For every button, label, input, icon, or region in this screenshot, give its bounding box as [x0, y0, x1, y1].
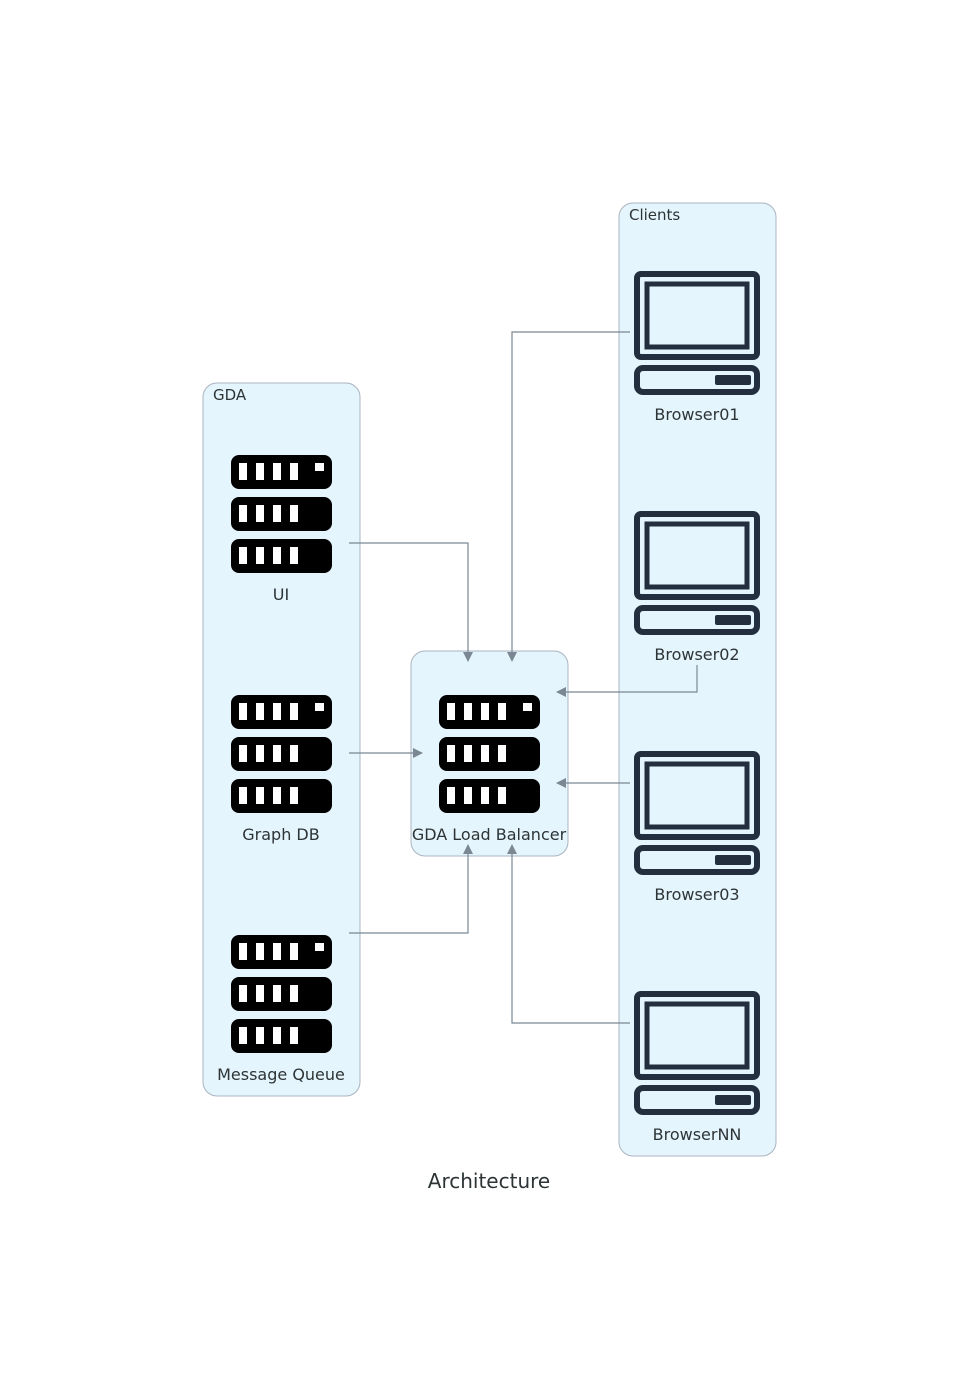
- node-browsernn-label: BrowserNN: [653, 1125, 742, 1144]
- node-browser01-label: Browser01: [654, 405, 739, 424]
- node-browser02: Browser02: [637, 514, 757, 664]
- node-message-queue: Message Queue: [217, 935, 345, 1084]
- server-rack-icon: [231, 455, 332, 573]
- server-rack-icon: [231, 695, 332, 813]
- edge-browser01-to-load-balancer: [507, 331, 630, 662]
- edge-browsernn-to-load-balancer: [507, 844, 630, 1024]
- edge-ui-to-load-balancer: [349, 542, 473, 662]
- edge-message-queue-to-load-balancer: [349, 844, 473, 934]
- node-load-balancer: GDA Load Balancer: [412, 695, 567, 844]
- edges: [349, 331, 698, 1024]
- node-browsernn: BrowserNN: [637, 994, 757, 1144]
- node-message-queue-label: Message Queue: [217, 1065, 345, 1084]
- server-rack-icon: [231, 935, 332, 1053]
- server-rack-icon: [439, 695, 540, 813]
- node-graph-db: Graph DB: [231, 695, 332, 844]
- node-ui-label: UI: [273, 585, 289, 604]
- node-browser01: Browser01: [637, 274, 757, 424]
- node-browser02-label: Browser02: [654, 645, 739, 664]
- node-browser03-label: Browser03: [654, 885, 739, 904]
- node-load-balancer-label: GDA Load Balancer: [412, 825, 567, 844]
- node-graph-db-label: Graph DB: [242, 825, 319, 844]
- gda-cluster-label: GDA: [213, 386, 247, 404]
- node-browser03: Browser03: [637, 754, 757, 904]
- diagram-title: Architecture: [428, 1169, 550, 1193]
- clients-cluster-label: Clients: [629, 206, 680, 224]
- edge-browser02-to-load-balancer: [556, 665, 698, 697]
- node-ui: UI: [231, 455, 332, 604]
